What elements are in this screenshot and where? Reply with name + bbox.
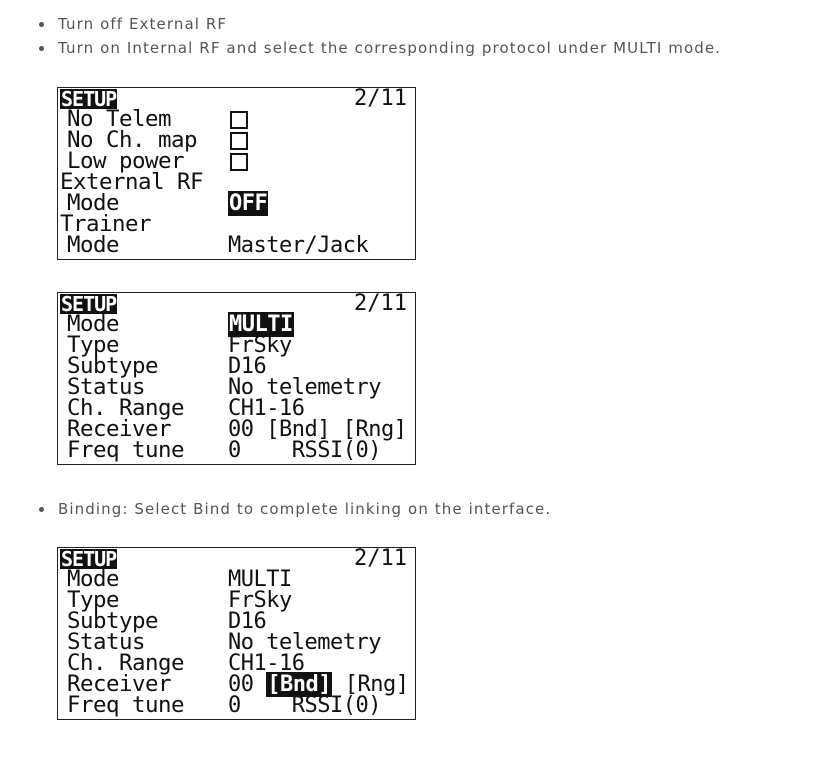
row-label: Type (67, 333, 120, 358)
lcd-row-freq-tune: Freq tune 0 RSSI(0) (58, 438, 415, 463)
lcd-row-no-telem: No Telem (58, 107, 415, 132)
status-value: No telemetry (228, 630, 381, 655)
lcd-row-ch-range: Ch. Range CH1-16 (58, 651, 415, 676)
lcd-header-row: SETUP 2/11 (58, 291, 415, 316)
ch-range-value[interactable]: CH1-16 (228, 396, 305, 421)
lcd-row-subtype: Subtype D16 (58, 609, 415, 634)
receiver-number[interactable]: 00 (228, 672, 267, 697)
instruction-item: Turn off External RF (0, 12, 721, 36)
row-label: No Ch. map (67, 128, 198, 153)
instruction-text: Turn on Internal RF and select the corre… (58, 39, 722, 57)
row-label: Ch. Range (67, 651, 185, 676)
bind-button[interactable]: [Bnd] (266, 417, 330, 442)
row-label: Status (67, 630, 146, 655)
lcd-screen-binding: SETUP 2/11 Mode MULTI Type FrSky Subtype… (57, 547, 416, 720)
range-button[interactable]: [Rng] (331, 672, 409, 697)
row-label: Receiver (67, 672, 172, 697)
instruction-item: Binding: Select Bind to complete linking… (0, 497, 551, 521)
row-label: Mode (67, 312, 120, 337)
row-label: Ch. Range (67, 396, 185, 421)
section-label: External RF (60, 170, 204, 195)
row-label: Receiver (67, 417, 172, 442)
lcd-row-type: Type FrSky (58, 588, 415, 613)
instructions-middle: Binding: Select Bind to complete linking… (0, 497, 551, 521)
range-button[interactable]: [Rng] (329, 417, 407, 442)
subtype-value[interactable]: D16 (228, 354, 267, 379)
section-label: Trainer (60, 212, 152, 237)
receiver-value: 00 [Bnd] [Rng] (228, 672, 409, 697)
type-value[interactable]: FrSky (228, 588, 292, 613)
lcd-title: SETUP (60, 292, 117, 316)
row-label: Low power (67, 149, 185, 174)
lcd-row-status: Status No telemetry (58, 375, 415, 400)
lcd-row-ch-range: Ch. Range CH1-16 (58, 396, 415, 421)
lcd-section-external-rf: External RF (58, 170, 415, 195)
row-label: Freq tune (67, 438, 185, 463)
lcd-row-receiver: Receiver 00 [Bnd] [Rng] (58, 672, 415, 697)
lcd-row-status: Status No telemetry (58, 630, 415, 655)
lcd-screen-external-rf-off: SETUP 2/11 No Telem No Ch. map Low power… (57, 87, 416, 260)
mode-value[interactable]: MULTI (228, 312, 294, 337)
lcd-row-low-power: Low power (58, 149, 415, 174)
row-label: Subtype (67, 354, 159, 379)
lcd-row-freq-tune: Freq tune 0 RSSI(0) (58, 693, 415, 718)
bullet-icon (39, 22, 44, 27)
lcd-row-external-mode: Mode OFF (58, 191, 415, 216)
type-value[interactable]: FrSky (228, 333, 292, 358)
lcd-header-row: SETUP 2/11 (58, 86, 415, 111)
instruction-item: Turn on Internal RF and select the corre… (0, 36, 721, 60)
freq-tune-value[interactable]: 0 RSSI(0) (228, 438, 381, 463)
row-label: Mode (67, 191, 120, 216)
checkbox-no-ch-map[interactable] (230, 132, 248, 150)
lcd-row-type: Type FrSky (58, 333, 415, 358)
bullet-icon (39, 507, 44, 512)
freq-tune-value[interactable]: 0 RSSI(0) (228, 693, 381, 718)
row-label: Subtype (67, 609, 159, 634)
lcd-row-receiver: Receiver 00 [Bnd] [Rng] (58, 417, 415, 442)
lcd-page-indicator: 2/11 (354, 291, 407, 316)
lcd-header-row: SETUP 2/11 (58, 546, 415, 571)
subtype-value[interactable]: D16 (228, 609, 267, 634)
lcd-row-mode: Mode MULTI (58, 312, 415, 337)
lcd-row-mode: Mode MULTI (58, 567, 415, 592)
lcd-row-subtype: Subtype D16 (58, 354, 415, 379)
lcd-screen-multi-mode: SETUP 2/11 Mode MULTI Type FrSky Subtype… (57, 292, 416, 465)
row-label: Status (67, 375, 146, 400)
receiver-value: 00 [Bnd] [Rng] (228, 417, 407, 442)
lcd-page-indicator: 2/11 (354, 86, 407, 111)
value-wrap: MULTI (228, 312, 294, 337)
lcd-row-no-ch-map: No Ch. map (58, 128, 415, 153)
lcd-title: SETUP (60, 87, 117, 111)
value-wrap: OFF (228, 191, 269, 216)
row-label: Type (67, 588, 120, 613)
checkbox-no-telem[interactable] (230, 111, 248, 129)
instructions-top: Turn off External RF Turn on Internal RF… (0, 12, 721, 60)
instruction-text: Binding: Select Bind to complete linking… (58, 500, 552, 518)
mode-value[interactable]: MULTI (228, 567, 292, 592)
lcd-section-trainer: Trainer (58, 212, 415, 237)
external-rf-mode-value[interactable]: OFF (228, 191, 269, 216)
lcd-row-trainer-mode: Mode Master/Jack (58, 233, 415, 258)
bind-button[interactable]: [Bnd] (266, 672, 332, 697)
trainer-mode-value[interactable]: Master/Jack (228, 233, 369, 258)
bullet-icon (39, 46, 44, 51)
row-label: Mode (67, 233, 120, 258)
row-label: No Telem (67, 107, 172, 132)
receiver-number[interactable]: 00 (228, 417, 267, 442)
row-label: Freq tune (67, 693, 185, 718)
lcd-page-indicator: 2/11 (354, 546, 407, 571)
status-value: No telemetry (228, 375, 381, 400)
row-label: Mode (67, 567, 120, 592)
lcd-title: SETUP (60, 547, 117, 571)
ch-range-value[interactable]: CH1-16 (228, 651, 305, 676)
instruction-text: Turn off External RF (58, 15, 228, 33)
checkbox-low-power[interactable] (230, 153, 248, 171)
